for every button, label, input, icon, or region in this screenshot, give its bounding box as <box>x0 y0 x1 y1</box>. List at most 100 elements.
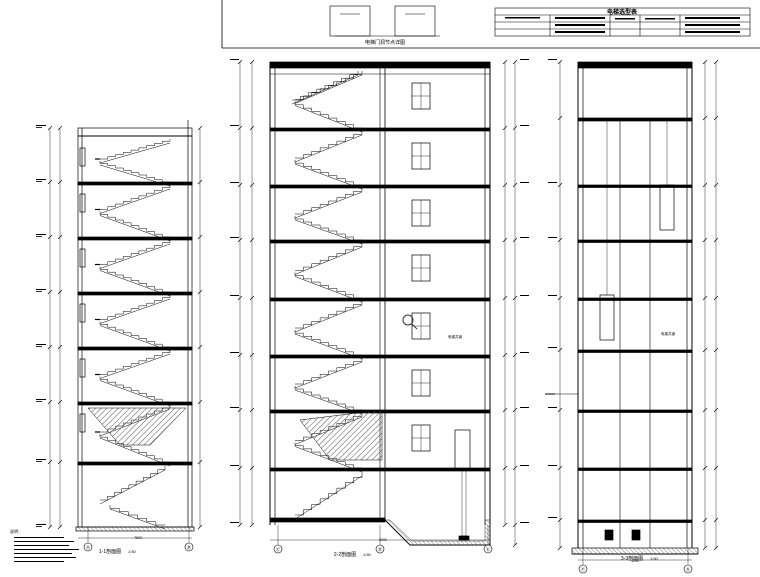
stair-flight <box>292 71 359 101</box>
section-1-1 <box>36 120 203 543</box>
stair-slab <box>99 164 171 187</box>
level-mark <box>520 125 529 126</box>
window <box>79 413 86 433</box>
level-mark <box>548 407 557 408</box>
stair-flight <box>295 301 363 329</box>
level-mark <box>548 347 557 348</box>
stair-slab <box>99 188 171 214</box>
level-mark <box>230 522 239 523</box>
dim-tick <box>249 125 255 131</box>
dim-tick <box>47 344 53 350</box>
dim-tick <box>557 182 563 188</box>
dim-tick <box>57 399 63 405</box>
stair-slab <box>294 134 363 163</box>
dim-tick <box>557 237 563 243</box>
level-mark <box>36 236 42 237</box>
floor-slab <box>577 467 693 471</box>
shaft-label: 电梯井道 <box>661 331 675 336</box>
section-outline <box>77 127 193 528</box>
dim-tick <box>702 407 708 413</box>
dim-tick <box>47 524 53 530</box>
overall-dim: 4200 <box>631 559 639 563</box>
dim-tick <box>237 407 243 413</box>
floor-slab <box>269 467 491 472</box>
section-3-3 <box>545 59 719 565</box>
dim-tick <box>502 182 508 188</box>
dim-tick <box>197 179 203 185</box>
dim-tick <box>713 182 719 188</box>
stair-flight <box>100 295 171 320</box>
dim-tick <box>237 237 243 243</box>
dim-tick <box>237 295 243 301</box>
dim-tick <box>502 237 508 243</box>
level-mark <box>520 59 529 60</box>
dim-tick <box>249 59 255 65</box>
dim-tick <box>249 237 255 243</box>
stair-flight <box>295 188 363 215</box>
level-mark <box>548 237 557 238</box>
axis-label: Ⓓ <box>378 546 383 553</box>
level-mark <box>548 295 557 296</box>
dim-tick <box>249 465 255 471</box>
dim-tick <box>502 465 508 471</box>
window <box>79 358 86 378</box>
overall-dim: 7800 <box>134 536 142 540</box>
dim-tick <box>557 115 563 121</box>
stair-flight <box>294 160 362 186</box>
dim-tick <box>512 237 518 243</box>
dim-tick <box>502 352 508 358</box>
stair-flight <box>99 434 170 463</box>
dim-tick <box>237 352 243 358</box>
door-detail <box>329 5 440 37</box>
dim-tick <box>702 237 708 243</box>
magnifier-icon[interactable] <box>402 314 418 330</box>
stair-slab <box>99 270 171 297</box>
notes-lines <box>14 537 79 562</box>
floor-slab <box>269 239 491 244</box>
dim-tick <box>47 399 53 405</box>
stair-flight <box>99 266 170 293</box>
dim-tick <box>502 407 508 413</box>
machine-slab <box>577 117 693 122</box>
stair-slab <box>294 105 363 133</box>
floor-slab <box>77 291 193 296</box>
section-2-title: 2-2剖面图 <box>334 551 356 558</box>
axis-label: Ⓑ <box>187 544 192 551</box>
dim-tick <box>713 407 719 413</box>
dim-tick <box>702 115 708 121</box>
axis-label: Ⓐ <box>86 544 91 551</box>
level-mark <box>520 182 529 183</box>
dim-tick <box>237 125 243 131</box>
elevator-table-title: 电梯选型表 <box>607 8 638 16</box>
level-mark <box>36 459 46 460</box>
dim-tick <box>713 237 719 243</box>
level-mark <box>36 344 46 345</box>
dim-tick <box>557 545 563 551</box>
stair-slab <box>294 191 363 219</box>
level-mark <box>36 127 42 128</box>
section-3-scale: 1:50 <box>650 556 659 561</box>
dim-tick <box>512 352 518 358</box>
level-mark <box>520 407 529 408</box>
dim-tick <box>57 289 63 295</box>
dim-tick <box>702 182 708 188</box>
stair-flight <box>99 376 170 403</box>
floor-slab <box>577 349 693 353</box>
floor-slab <box>77 401 193 406</box>
pit-base <box>571 547 699 555</box>
dim-tick <box>197 289 203 295</box>
stair-slab <box>99 142 171 164</box>
section-2-scale: 1:50 <box>363 552 372 557</box>
level-mark <box>548 517 557 518</box>
stair-flight <box>99 211 170 238</box>
dim-tick <box>57 459 63 465</box>
level-mark <box>36 524 46 525</box>
stair-flight <box>100 185 171 210</box>
dim-tick <box>512 407 518 413</box>
level-mark <box>520 237 529 238</box>
dim-tick <box>197 125 203 131</box>
stair-slab <box>294 276 363 303</box>
level-mark <box>36 401 42 402</box>
sheet-border <box>221 0 760 49</box>
